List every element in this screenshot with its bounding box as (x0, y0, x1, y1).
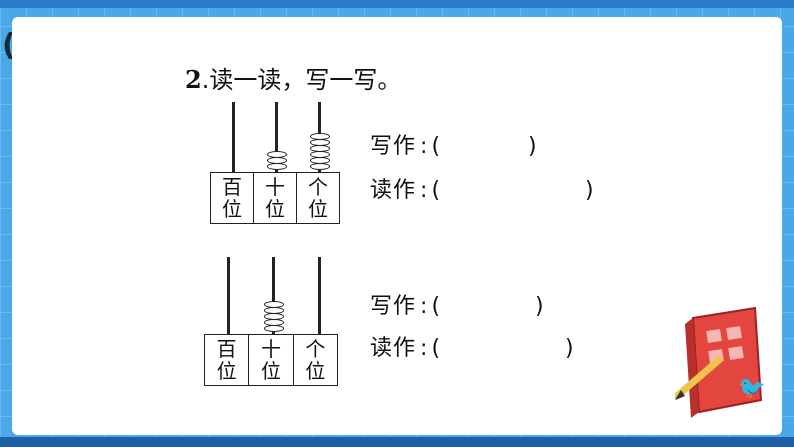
rod-tens (272, 257, 275, 334)
cell-ones: 个位 (292, 335, 337, 385)
rod-hundreds (227, 257, 230, 334)
rod-tens (275, 102, 278, 172)
cell-hundreds: 百位 (222, 175, 242, 221)
abacus-bead (310, 133, 330, 140)
bird-icon: 🐦 (738, 376, 766, 401)
cell-tens: 十位 (248, 335, 292, 385)
place-value-box-1: 百位 十位 个位 (210, 172, 340, 224)
abacus-bead (264, 325, 284, 332)
read-line-1: 读作:() (370, 178, 594, 203)
cell-tens: 十位 (253, 173, 296, 223)
abacus-bead (264, 319, 284, 326)
worksheet-card (12, 17, 782, 435)
question-text: .读一读，写一写。 (201, 66, 402, 94)
abacus-bead (267, 157, 287, 164)
abacus-bead (310, 145, 330, 152)
write-line-2: 写作:() (370, 294, 544, 319)
abacus-bead (310, 151, 330, 158)
book-icon (675, 306, 763, 418)
cell-ones: 个位 (296, 173, 339, 223)
abacus-bead (310, 157, 330, 164)
place-value-box-2: 百位 十位 个位 (204, 334, 338, 386)
bottom-strip (0, 437, 794, 447)
abacus-bead (264, 313, 284, 320)
abacus-bead (310, 163, 330, 170)
cell-hundreds: 百位 (216, 337, 237, 383)
abacus-bead (264, 301, 284, 308)
rod-ones (318, 257, 321, 334)
read-line-2: 读作:() (370, 336, 574, 361)
top-strip (0, 0, 794, 8)
abacus-bead (310, 139, 330, 146)
question-number: 2 (185, 65, 202, 94)
write-line-1: 写作:() (370, 134, 537, 159)
abacus-bead (267, 163, 287, 170)
abacus-bead (267, 151, 287, 158)
rod-hundreds (232, 102, 235, 172)
abacus-bead (264, 307, 284, 314)
question-title: 2.读一读，写一写。 (185, 60, 401, 95)
